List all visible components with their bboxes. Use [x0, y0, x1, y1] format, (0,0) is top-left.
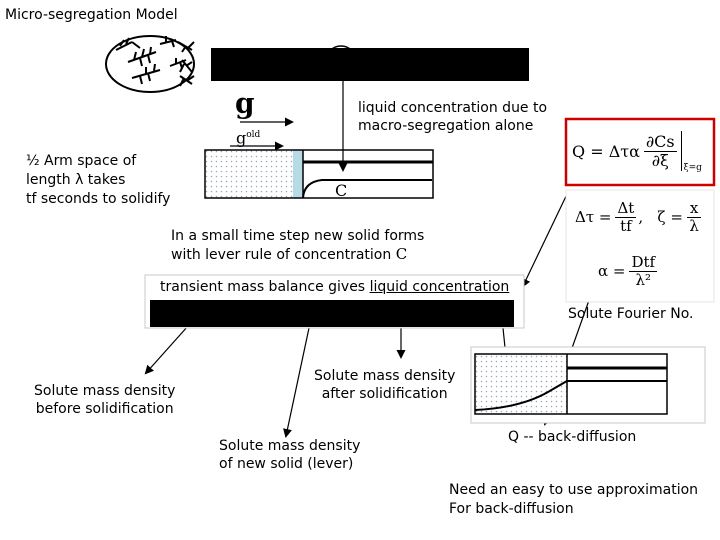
black-bar-top	[211, 48, 529, 81]
slab-right	[470, 346, 706, 424]
g-old-symbol: gold	[236, 128, 261, 148]
approximation-label: Need an easy to use approximation For ba…	[449, 482, 699, 517]
before-solidification-label: Solute mass density before solidificatio…	[34, 383, 176, 417]
arm-space-label: ½ Arm space of length λ takes tf seconds…	[26, 153, 171, 207]
fourier-label: Solute Fourier No.	[568, 306, 694, 322]
equation-q: Q = Δτα ∂Cs ∂ξ ξ=g	[572, 131, 702, 173]
page-title: Micro-segregation Model	[5, 7, 178, 23]
equation-alpha: α = Dtf λ²	[598, 252, 658, 289]
equation-box	[564, 117, 716, 187]
g-symbol: g	[235, 87, 255, 120]
c-symbol: C	[335, 181, 348, 200]
transient-label: transient mass balance gives liquid conc…	[160, 279, 510, 295]
slab-left	[204, 117, 434, 199]
equation-panel	[565, 189, 715, 303]
c-lever-symbol: C	[395, 245, 408, 263]
liquid-conc-label: liquid concentration due to macro-segreg…	[358, 100, 548, 134]
timestep-label: In a small time step new solid forms wit…	[171, 228, 425, 263]
dendrite-sketch	[105, 35, 357, 93]
back-diffusion-label: Q -- back-diffusion	[508, 429, 637, 445]
new-solid-label: Solute mass density of new solid (lever)	[219, 438, 361, 472]
black-bar-middle	[150, 300, 514, 327]
after-solidification-label: Solute mass density after solidification	[314, 368, 456, 402]
equation-dtau-zeta: Δτ = Δt tf , ζ = x λ	[575, 196, 702, 238]
